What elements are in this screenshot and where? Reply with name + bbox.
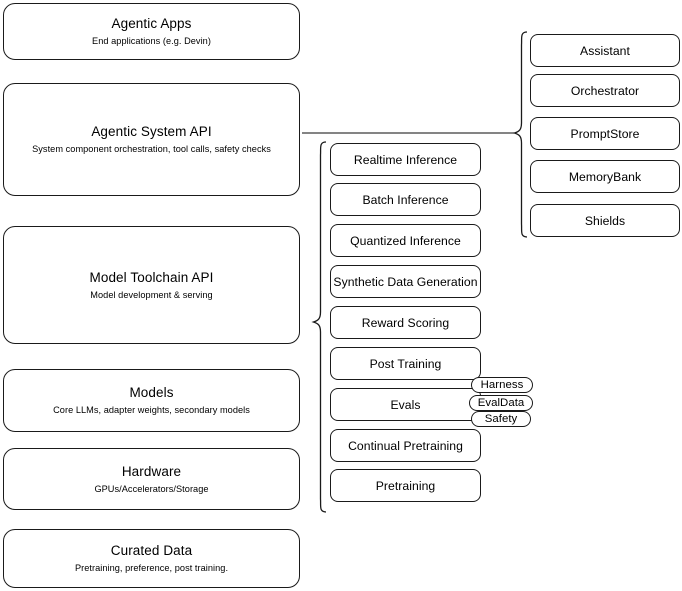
layer-agentic-system-api[interactable]: Agentic System API System component orch… [3, 83, 300, 196]
capability-reward-scoring[interactable]: Reward Scoring [330, 306, 481, 339]
badge-harness[interactable]: Harness [471, 377, 533, 393]
system-component-assistant[interactable]: Assistant [530, 34, 680, 67]
capability-continual-pretraining[interactable]: Continual Pretraining [330, 429, 481, 462]
capability-label: Evals [390, 397, 421, 412]
layer-title: Hardware [121, 463, 182, 479]
badge-label: EvalData [477, 397, 525, 409]
layer-model-toolchain-api[interactable]: Model Toolchain API Model development & … [3, 226, 300, 344]
capability-batch-inference[interactable]: Batch Inference [330, 183, 481, 216]
capability-label: Post Training [369, 356, 442, 371]
layer-curated-data[interactable]: Curated Data Pretraining, preference, po… [3, 529, 300, 588]
badge-label: Harness [480, 379, 524, 391]
layer-subtitle: GPUs/Accelerators/Storage [94, 483, 209, 494]
capability-label: Reward Scoring [361, 315, 450, 330]
layer-title: Curated Data [110, 543, 193, 558]
layer-subtitle: End applications (e.g. Devin) [92, 36, 211, 46]
layer-title: Agentic System API [91, 124, 212, 139]
system-component-label: Orchestrator [570, 83, 640, 98]
capability-pretraining[interactable]: Pretraining [330, 469, 481, 502]
layer-subtitle: Core LLMs, adapter weights, secondary mo… [53, 405, 250, 415]
capability-label: Batch Inference [362, 192, 449, 207]
capability-label: Quantized Inference [350, 233, 461, 248]
capability-realtime-inference[interactable]: Realtime Inference [330, 143, 481, 176]
system-component-label: Assistant [580, 43, 630, 58]
badge-label: Safety [484, 413, 518, 425]
layer-title: Agentic Apps [111, 16, 192, 31]
capability-quantized-inference[interactable]: Quantized Inference [330, 224, 481, 257]
badge-safety[interactable]: Safety [471, 411, 531, 427]
capability-label: Pretraining [375, 478, 436, 493]
system-component-label: MemoryBank [568, 169, 642, 184]
layer-title: Model Toolchain API [89, 269, 214, 285]
layer-models[interactable]: Models Core LLMs, adapter weights, secon… [3, 369, 300, 432]
system-component-orchestrator[interactable]: Orchestrator [530, 74, 680, 107]
system-component-shields[interactable]: Shields [530, 204, 680, 237]
capability-evals[interactable]: Evals [330, 388, 481, 421]
layer-subtitle: Pretraining, preference, post training. [74, 563, 229, 573]
system-component-label: PromptStore [570, 126, 640, 141]
system-components-brace [512, 31, 528, 238]
system-component-memorybank[interactable]: MemoryBank [530, 160, 680, 193]
toolchain-capabilities-brace [311, 141, 327, 513]
layer-title: Models [129, 385, 174, 400]
layer-subtitle: Model development & serving [90, 289, 213, 300]
badge-evaldata[interactable]: EvalData [469, 395, 533, 411]
capability-label: Realtime Inference [353, 152, 458, 167]
capability-post-training[interactable]: Post Training [330, 347, 481, 380]
layer-subtitle: System component orchestration, tool cal… [32, 144, 271, 154]
capability-label: Continual Pretraining [348, 438, 463, 453]
layer-hardware[interactable]: Hardware GPUs/Accelerators/Storage [3, 448, 300, 510]
system-component-promptstore[interactable]: PromptStore [530, 117, 680, 150]
layer-agentic-apps[interactable]: Agentic Apps End applications (e.g. Devi… [3, 3, 300, 60]
capability-label: Synthetic Data Generation [333, 274, 478, 289]
system-component-label: Shields [584, 213, 626, 228]
capability-synthetic-data-generation[interactable]: Synthetic Data Generation [330, 265, 481, 298]
